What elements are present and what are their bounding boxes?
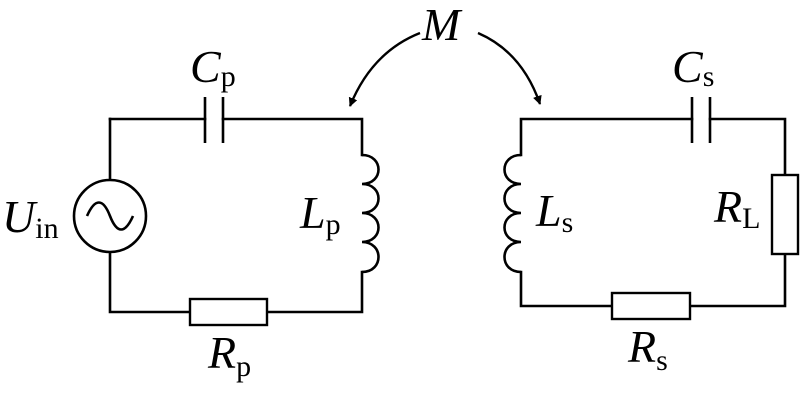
primary-capacitor [203,97,225,143]
secondary-circuit [503,97,800,321]
primary-left-wire-bottom [108,250,192,314]
primary-circuit [72,97,380,327]
secondary-capacitor [690,97,712,143]
secondary-inductor-label: Ls [535,185,573,239]
coupling-arrow-left [348,31,421,107]
primary-inductor-label: Lp [299,187,341,241]
secondary-bottom-wire-left [519,270,614,308]
primary-top-wire-right [221,117,364,157]
mutual-inductance-label: M [421,0,463,50]
load-resistor-label: RL [713,181,760,235]
secondary-right-wire-bottom [688,252,787,308]
secondary-resistor-label: Rs [627,321,668,377]
primary-inductor [361,153,380,274]
secondary-top-wire-left [519,117,694,157]
primary-bottom-wire-right [265,270,364,314]
mutual-coupling-arrows [348,31,542,107]
secondary-top-wire-right [708,117,787,177]
secondary-capacitor-label: Cs [672,41,714,93]
coupling-arrow-right [477,31,542,105]
primary-resistor [188,297,269,327]
primary-capacitor-label: Cp [190,41,236,93]
source-label: Uin [2,191,59,245]
secondary-inductor [503,153,522,274]
ac-source-symbol [72,178,148,254]
secondary-resistor [610,291,692,321]
primary-resistor-label: Rp [207,327,251,383]
load-resistor [770,173,800,256]
